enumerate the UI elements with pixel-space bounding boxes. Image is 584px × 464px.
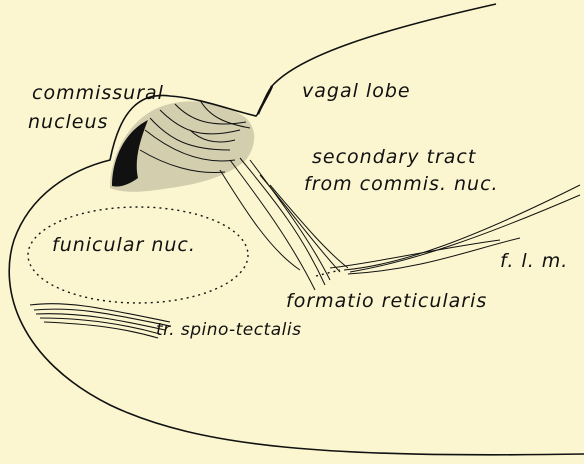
spino-tectal-tract — [30, 304, 170, 338]
label-secondary-tract: secondary tract — [312, 148, 476, 167]
vagal-lobe-edge — [258, 86, 272, 114]
label-funicular-nuc: funicular nuc. — [52, 236, 196, 255]
label-flm: f. l. m. — [500, 252, 568, 271]
label-formatio-reticularis: formatio reticularis — [286, 292, 487, 311]
label-from-commis-nuc: from commis. nuc. — [304, 175, 499, 194]
label-commissural: commissural — [32, 84, 164, 103]
label-nucleus: nucleus — [28, 113, 108, 132]
section-outline — [9, 4, 584, 455]
label-vagal-lobe: vagal lobe — [302, 82, 411, 101]
label-tr-spino-tectalis: tr. spino-tectalis — [156, 322, 301, 339]
